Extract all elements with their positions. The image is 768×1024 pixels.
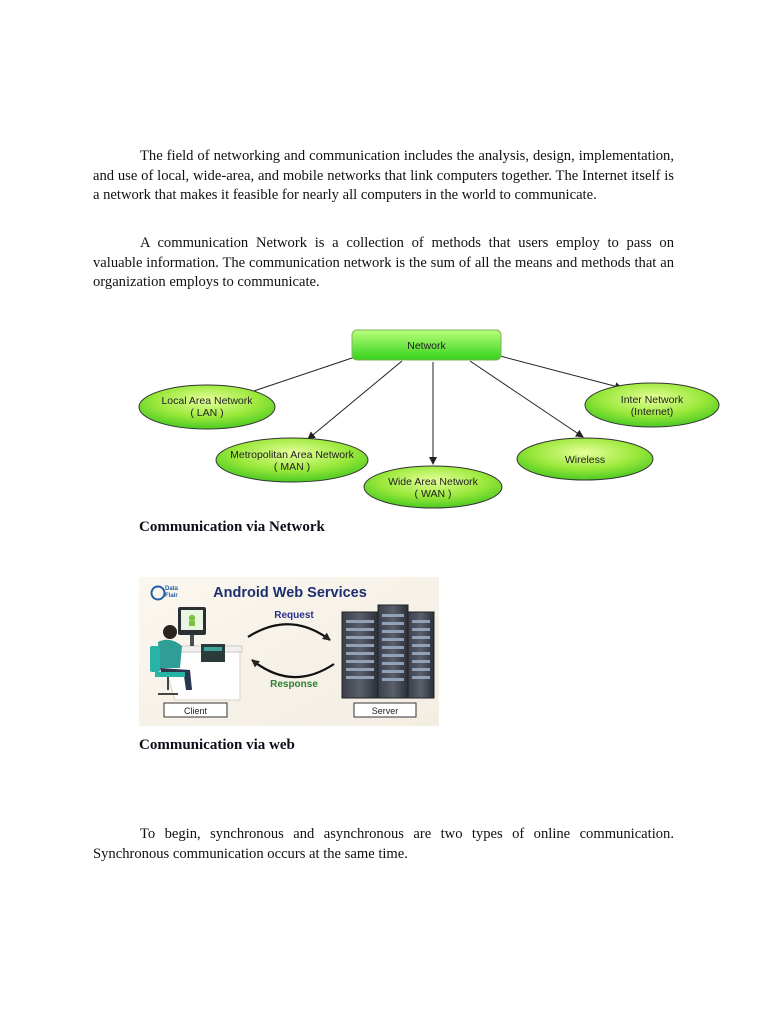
edge-to-lan (235, 356, 356, 399)
paragraph-communication-network: A communication Network is a collection … (93, 235, 674, 290)
node-man-line1: Metropolitan Area Network (230, 449, 354, 461)
node-wan-line2: ( WAN ) (415, 488, 452, 500)
server-label: Server (372, 706, 399, 716)
request-arrow (247, 623, 331, 641)
server-racks-icon (341, 604, 435, 699)
client-label-box (163, 702, 228, 718)
logo-text-1: Data (165, 586, 179, 592)
node-lan: Local Area Network ( LAN ) (138, 384, 276, 430)
node-wan-line1: Wide Area Network (388, 476, 479, 488)
logo-text-2: Flair (165, 593, 178, 599)
response-arrow (251, 659, 335, 679)
node-internet-line1: Inter Network (621, 394, 684, 406)
dataflair-logo: Data Flair (150, 585, 179, 601)
node-wireless-label: Wireless (565, 454, 605, 466)
node-man-line2: ( MAN ) (274, 461, 310, 473)
android-icon (188, 614, 196, 622)
node-man: Metropolitan Area Network ( MAN ) (215, 437, 369, 483)
request-label: Request (274, 610, 314, 621)
network-diagram: Network Local Area Network ( LAN ) Metro… (138, 329, 720, 509)
node-network-label: Network (407, 340, 446, 352)
caption-network: Communication via Network (139, 519, 325, 535)
node-wan: Wide Area Network ( WAN ) (363, 465, 503, 509)
illustration-title: Android Web Services (213, 585, 367, 601)
client-label: Client (184, 706, 208, 716)
node-lan-line1: Local Area Network (161, 395, 253, 407)
client-workstation (150, 607, 243, 701)
desk-box-icon (201, 644, 225, 662)
node-lan-line2: ( LAN ) (190, 407, 223, 419)
paragraph-synchronous: To begin, synchronous and asynchronous a… (93, 826, 674, 862)
server-label-box (353, 702, 417, 718)
node-internet: Inter Network (Internet) (584, 382, 720, 428)
caption-web: Communication via web (139, 737, 295, 753)
edge-to-man (307, 360, 403, 440)
node-internet-line2: (Internet) (631, 406, 674, 418)
response-label: Response (270, 679, 318, 690)
paragraph-networking-field: The field of networking and communicatio… (93, 148, 674, 203)
edge-to-internet (499, 355, 623, 391)
edge-to-wireless (469, 360, 584, 438)
web-services-illustration: Data Flair Android Web Services Re (139, 577, 439, 726)
person-head-icon (163, 625, 177, 639)
node-wireless: Wireless (516, 437, 654, 481)
node-network-root: Network (351, 329, 502, 361)
